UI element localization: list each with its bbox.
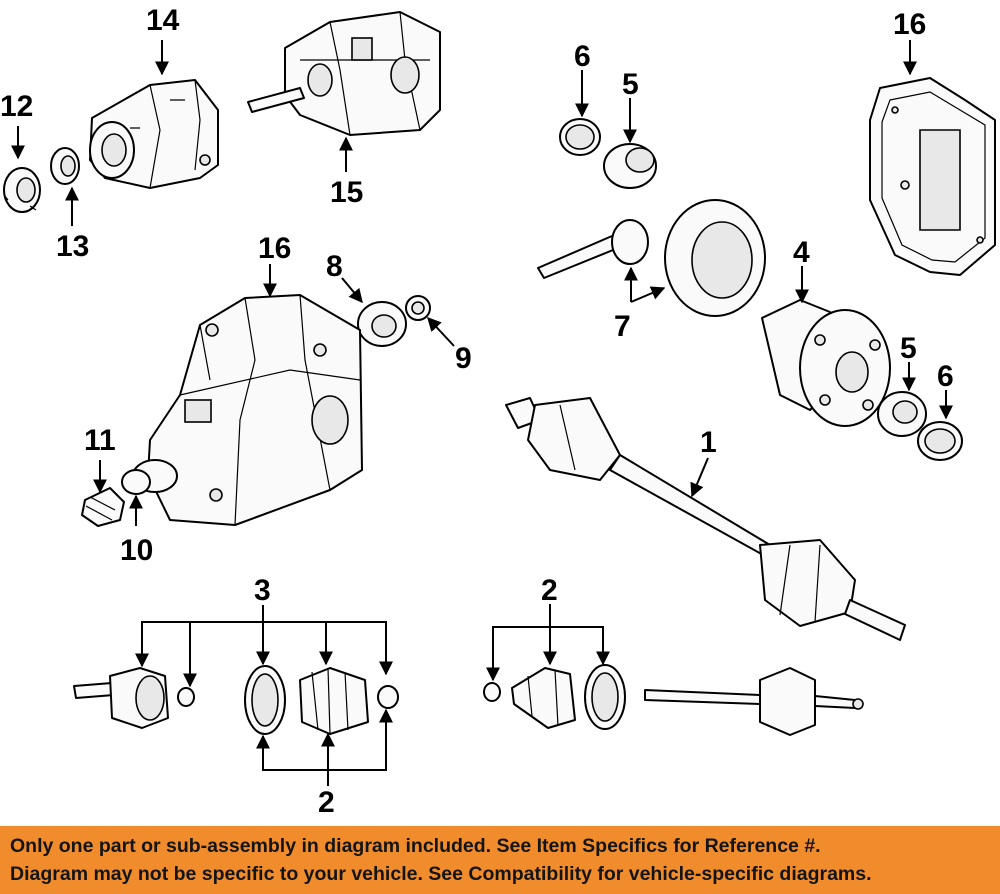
callout-14: 14 (146, 4, 180, 37)
callout-16-right: 16 (893, 8, 926, 41)
callout-4: 4 (793, 236, 810, 269)
callout-6-top: 6 (574, 40, 591, 73)
callout-9: 9 (455, 342, 472, 375)
notice-line-2: Diagram may not be specific to your vehi… (10, 863, 872, 885)
leader-lines (11, 40, 953, 786)
callout-8: 8 (326, 250, 343, 283)
part-9-seal (405, 295, 431, 321)
inner-axle-shaft (644, 667, 864, 736)
notice-line-1: Only one part or sub-assembly in diagram… (10, 835, 821, 857)
notice-banner: Only one part or sub-assembly in diagram… (0, 826, 1000, 894)
part-3-cv-joint-kit (73, 665, 399, 735)
callout-5-right: 5 (900, 332, 917, 365)
callout-11: 11 (84, 424, 116, 457)
callout-2-right: 2 (541, 574, 558, 607)
part-7-ring-pinion (537, 199, 766, 317)
part-8-bearing (357, 301, 407, 347)
part-4-diff-case (761, 299, 891, 427)
part-1-axle-shaft (505, 397, 906, 641)
parts-diagram: 12 13 14 15 16 6 5 7 4 5 6 16 8 9 11 10 … (0, 4, 996, 819)
callout-1: 1 (700, 426, 717, 459)
part-13-seal (50, 147, 80, 185)
part-14-carrier-housing (89, 79, 219, 189)
part-6-seal-right (917, 421, 963, 461)
part-2-boot-kit (483, 664, 626, 730)
callout-10: 10 (120, 534, 153, 567)
part-5-bearing-right (877, 391, 927, 437)
callout-16-left: 16 (258, 232, 291, 265)
part-5-bearing-top (603, 143, 657, 189)
part-12-flange (3, 167, 41, 213)
callout-5-top: 5 (622, 68, 639, 101)
callout-2-bottom: 2 (318, 786, 335, 819)
part-11-boot (81, 487, 125, 527)
callout-13: 13 (56, 230, 89, 263)
part-10-seal (121, 469, 151, 495)
callout-12: 12 (0, 90, 33, 123)
part-16-housing-left (132, 294, 363, 526)
part-15-differential-assy (247, 11, 441, 136)
callout-7: 7 (614, 310, 631, 343)
callout-3: 3 (254, 574, 271, 607)
part-6-seal-top (559, 118, 601, 156)
part-16-cover-right (869, 77, 996, 276)
callout-6-right: 6 (937, 360, 954, 393)
callout-15: 15 (330, 176, 363, 209)
